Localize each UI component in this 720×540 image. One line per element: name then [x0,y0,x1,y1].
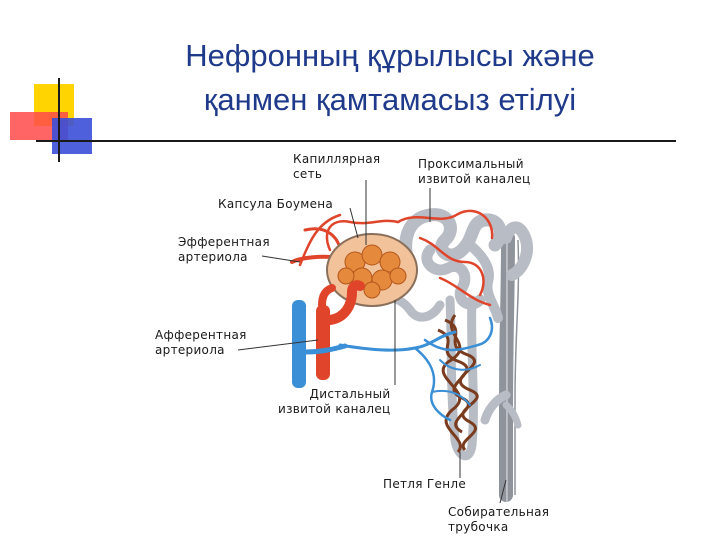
label-loop-of-henle-line1: Петля Генле [383,477,466,492]
label-loop-of-henle: Петля Генле [383,477,466,492]
label-proximal-tubule-line2: извитой каналец [418,172,531,187]
afferent-arteriole [316,285,360,380]
label-distal-tubule-line2: извитой каналец [278,402,391,417]
label-capillary-net-line2: сеть [293,167,380,182]
label-proximal-tubule-line1: Проксимальный [418,157,531,172]
label-collecting-duct-line2: трубочка [448,520,549,535]
label-efferent-arteriole-line1: Эфферентная [178,235,270,250]
label-collecting-duct: Собирательная трубочка [448,505,549,535]
label-bowman-capsule: Капсула Боумена [218,197,333,212]
label-afferent-arteriole-line1: Афферентная [155,328,247,343]
label-distal-tubule-line1: Дистальный [278,387,391,402]
label-afferent-arteriole-line2: артериола [155,343,247,358]
label-afferent-arteriole: Афферентная артериола [155,328,247,358]
label-proximal-tubule: Проксимальный извитой каналец [418,157,531,187]
label-capillary-net: Капиллярная сеть [293,152,380,182]
label-distal-tubule: Дистальный извитой каналец [278,387,391,417]
label-collecting-duct-line1: Собирательная [448,505,549,520]
label-capillary-net-line1: Капиллярная [293,152,380,167]
label-bowman-capsule-line1: Капсула Боумена [218,197,333,212]
label-efferent-arteriole: Эфферентная артериола [178,235,270,265]
label-efferent-arteriole-line2: артериола [178,250,270,265]
